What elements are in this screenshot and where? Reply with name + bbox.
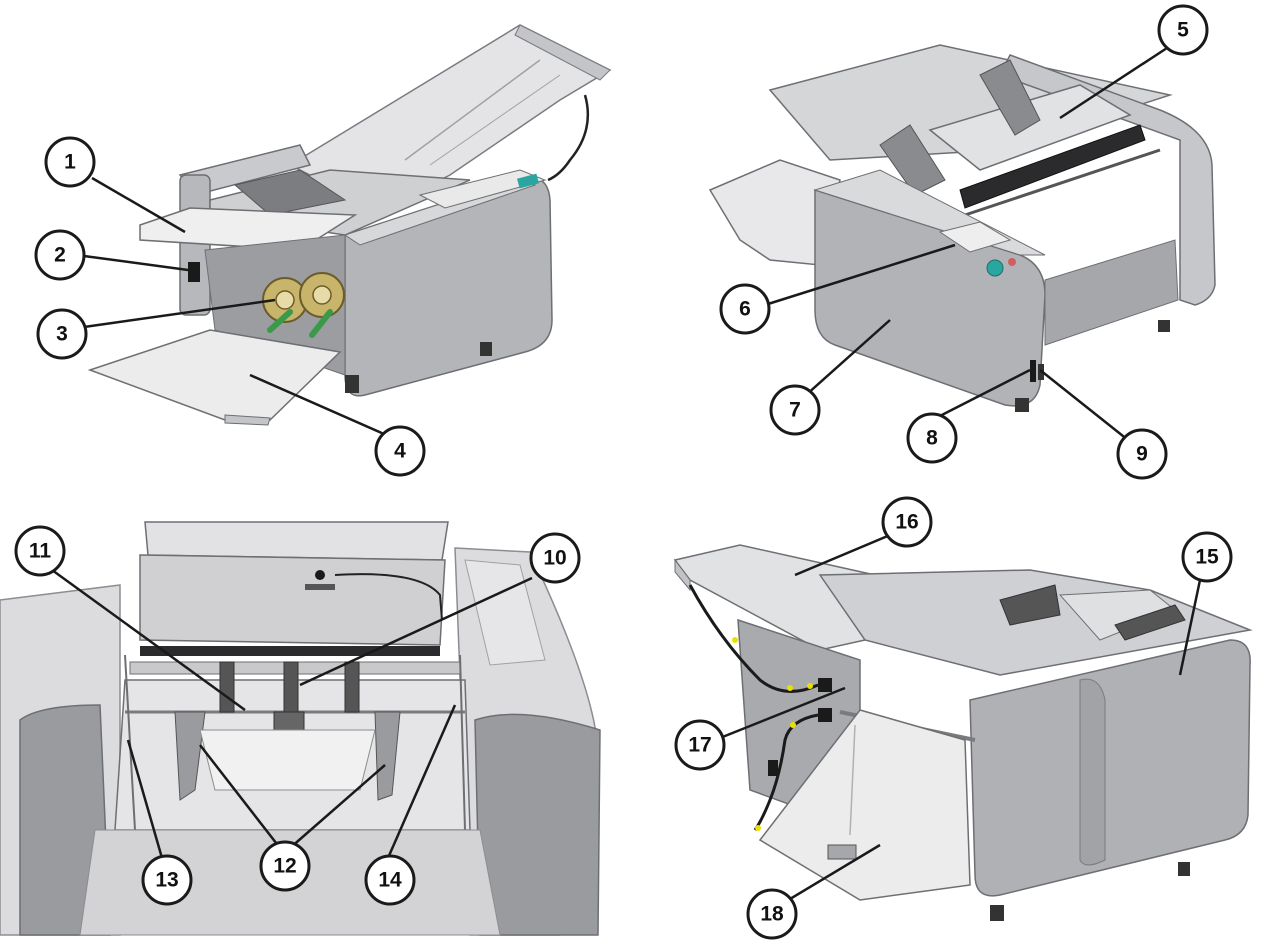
callout-9: 9 [1116, 428, 1168, 480]
rear-side-cover [969, 639, 1251, 897]
separator-center [283, 661, 299, 713]
callout-5: 5 [1157, 4, 1209, 56]
callout-11-label: 11 [29, 540, 52, 563]
leader-lines [51, 46, 1202, 904]
callout-6-label: 6 [739, 298, 751, 321]
separator-left [219, 661, 235, 713]
callout-9-label: 9 [1136, 443, 1148, 466]
callout-18: 18 [746, 888, 798, 940]
view-front-left [87, 24, 612, 426]
callout-1: 1 [44, 136, 96, 188]
callout-16: 16 [881, 496, 933, 548]
callout-7: 7 [769, 384, 821, 436]
rear-output-tray [758, 709, 971, 901]
callout-4: 4 [374, 425, 426, 477]
callout-15-label: 15 [1195, 546, 1219, 569]
shaft-right [459, 654, 466, 831]
callout-15: 15 [1181, 531, 1233, 583]
callout-11: 11 [14, 525, 66, 577]
callout-8-label: 8 [926, 427, 938, 450]
callout-12: 12 [259, 840, 311, 892]
callout-10: 10 [529, 532, 581, 584]
callout-1-label: 1 [64, 151, 76, 174]
rear-connector-lower [818, 708, 832, 722]
callout-4-label: 4 [394, 440, 406, 463]
callout-13: 13 [141, 854, 193, 906]
callout-7-label: 7 [789, 399, 801, 422]
callout-14-label: 14 [378, 869, 402, 892]
callout-2-label: 2 [54, 244, 66, 267]
callout-16-label: 16 [895, 511, 918, 534]
callout-2: 2 [34, 229, 86, 281]
side-guide-left [174, 711, 206, 801]
callout-5-label: 5 [1177, 19, 1189, 42]
view-rear [673, 544, 1253, 921]
callout-3-label: 3 [56, 323, 68, 346]
callout-3: 3 [36, 308, 88, 360]
callout-14: 14 [364, 854, 416, 906]
callout-12-label: 12 [273, 855, 296, 878]
side-slot [1030, 360, 1036, 382]
callout-13-label: 13 [155, 869, 178, 892]
callout-6: 6 [719, 283, 771, 335]
callout-8: 8 [906, 412, 958, 464]
callout-17-label: 17 [688, 734, 711, 757]
callout-10-label: 10 [543, 547, 566, 570]
separator-right [344, 661, 360, 713]
view-front-right [708, 44, 1216, 412]
detail-top-cover [144, 521, 449, 561]
fold-rollers [262, 272, 345, 338]
callout-18-label: 18 [760, 903, 784, 926]
rear-connector-upper [818, 678, 832, 692]
control-panel [938, 221, 1012, 253]
callout-17: 17 [674, 719, 726, 771]
output-tray [87, 329, 342, 421]
power-switch [188, 262, 200, 282]
